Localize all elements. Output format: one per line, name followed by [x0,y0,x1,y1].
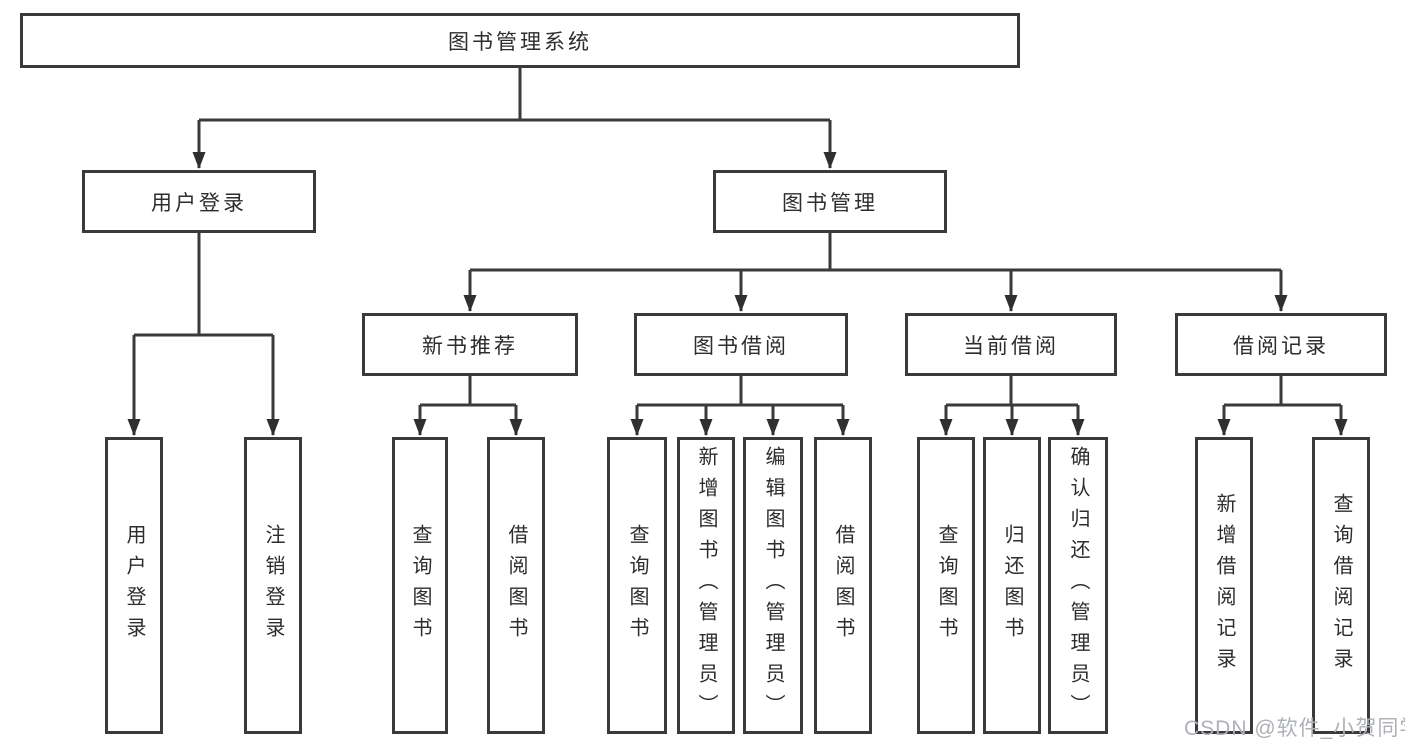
node-book-management: 图书管理 [713,170,947,233]
node-label: 新增图书（管理员） [695,446,717,725]
node-current-return-books: 归还图书 [983,437,1041,734]
csdn-watermark: CSDN @软件_小贺同学 [1184,717,1405,740]
node-label: 归还图书 [1001,523,1023,648]
node-label: 新增借阅记录 [1213,492,1235,679]
node-records-query-borrow-record: 查询借阅记录 [1312,437,1370,734]
node-label: 查询图书 [935,523,957,648]
node-label: 查询图书 [409,523,431,648]
node-current-confirm-return-admin: 确认归还（管理员） [1048,437,1108,734]
node-leaf-logout: 注销登录 [244,437,302,734]
tree-line [134,68,1341,407]
node-current-query-books: 查询图书 [917,437,975,734]
node-label: 编辑图书（管理员） [762,446,784,725]
node-root-library-system: 图书管理系统 [20,13,1020,68]
node-label: 查询图书 [626,523,648,648]
node-borrowing-records: 借阅记录 [1175,313,1387,376]
node-book-borrowing: 图书借阅 [634,313,848,376]
node-records-add-borrow-record: 新增借阅记录 [1195,437,1253,734]
node-new-book-recommend: 新书推荐 [362,313,578,376]
node-label: 用户登录 [123,523,145,648]
node-borrowing-query-books: 查询图书 [607,437,667,734]
node-borrowing-add-books-admin: 新增图书（管理员） [677,437,735,734]
node-current-borrowing: 当前借阅 [905,313,1117,376]
node-leaf-user-login: 用户登录 [105,437,163,734]
node-borrowing-borrow-books: 借阅图书 [814,437,872,734]
node-user-login: 用户登录 [82,170,316,233]
node-label: 注销登录 [262,523,284,648]
node-borrowing-edit-books-admin: 编辑图书（管理员） [743,437,803,734]
node-label: 借阅图书 [505,523,527,648]
node-recommend-borrow-books: 借阅图书 [487,437,545,734]
node-recommend-query-books: 查询图书 [392,437,448,734]
node-label: 借阅图书 [832,523,854,648]
node-label: 确认归还（管理员） [1067,446,1089,725]
node-label: 查询借阅记录 [1330,492,1352,679]
